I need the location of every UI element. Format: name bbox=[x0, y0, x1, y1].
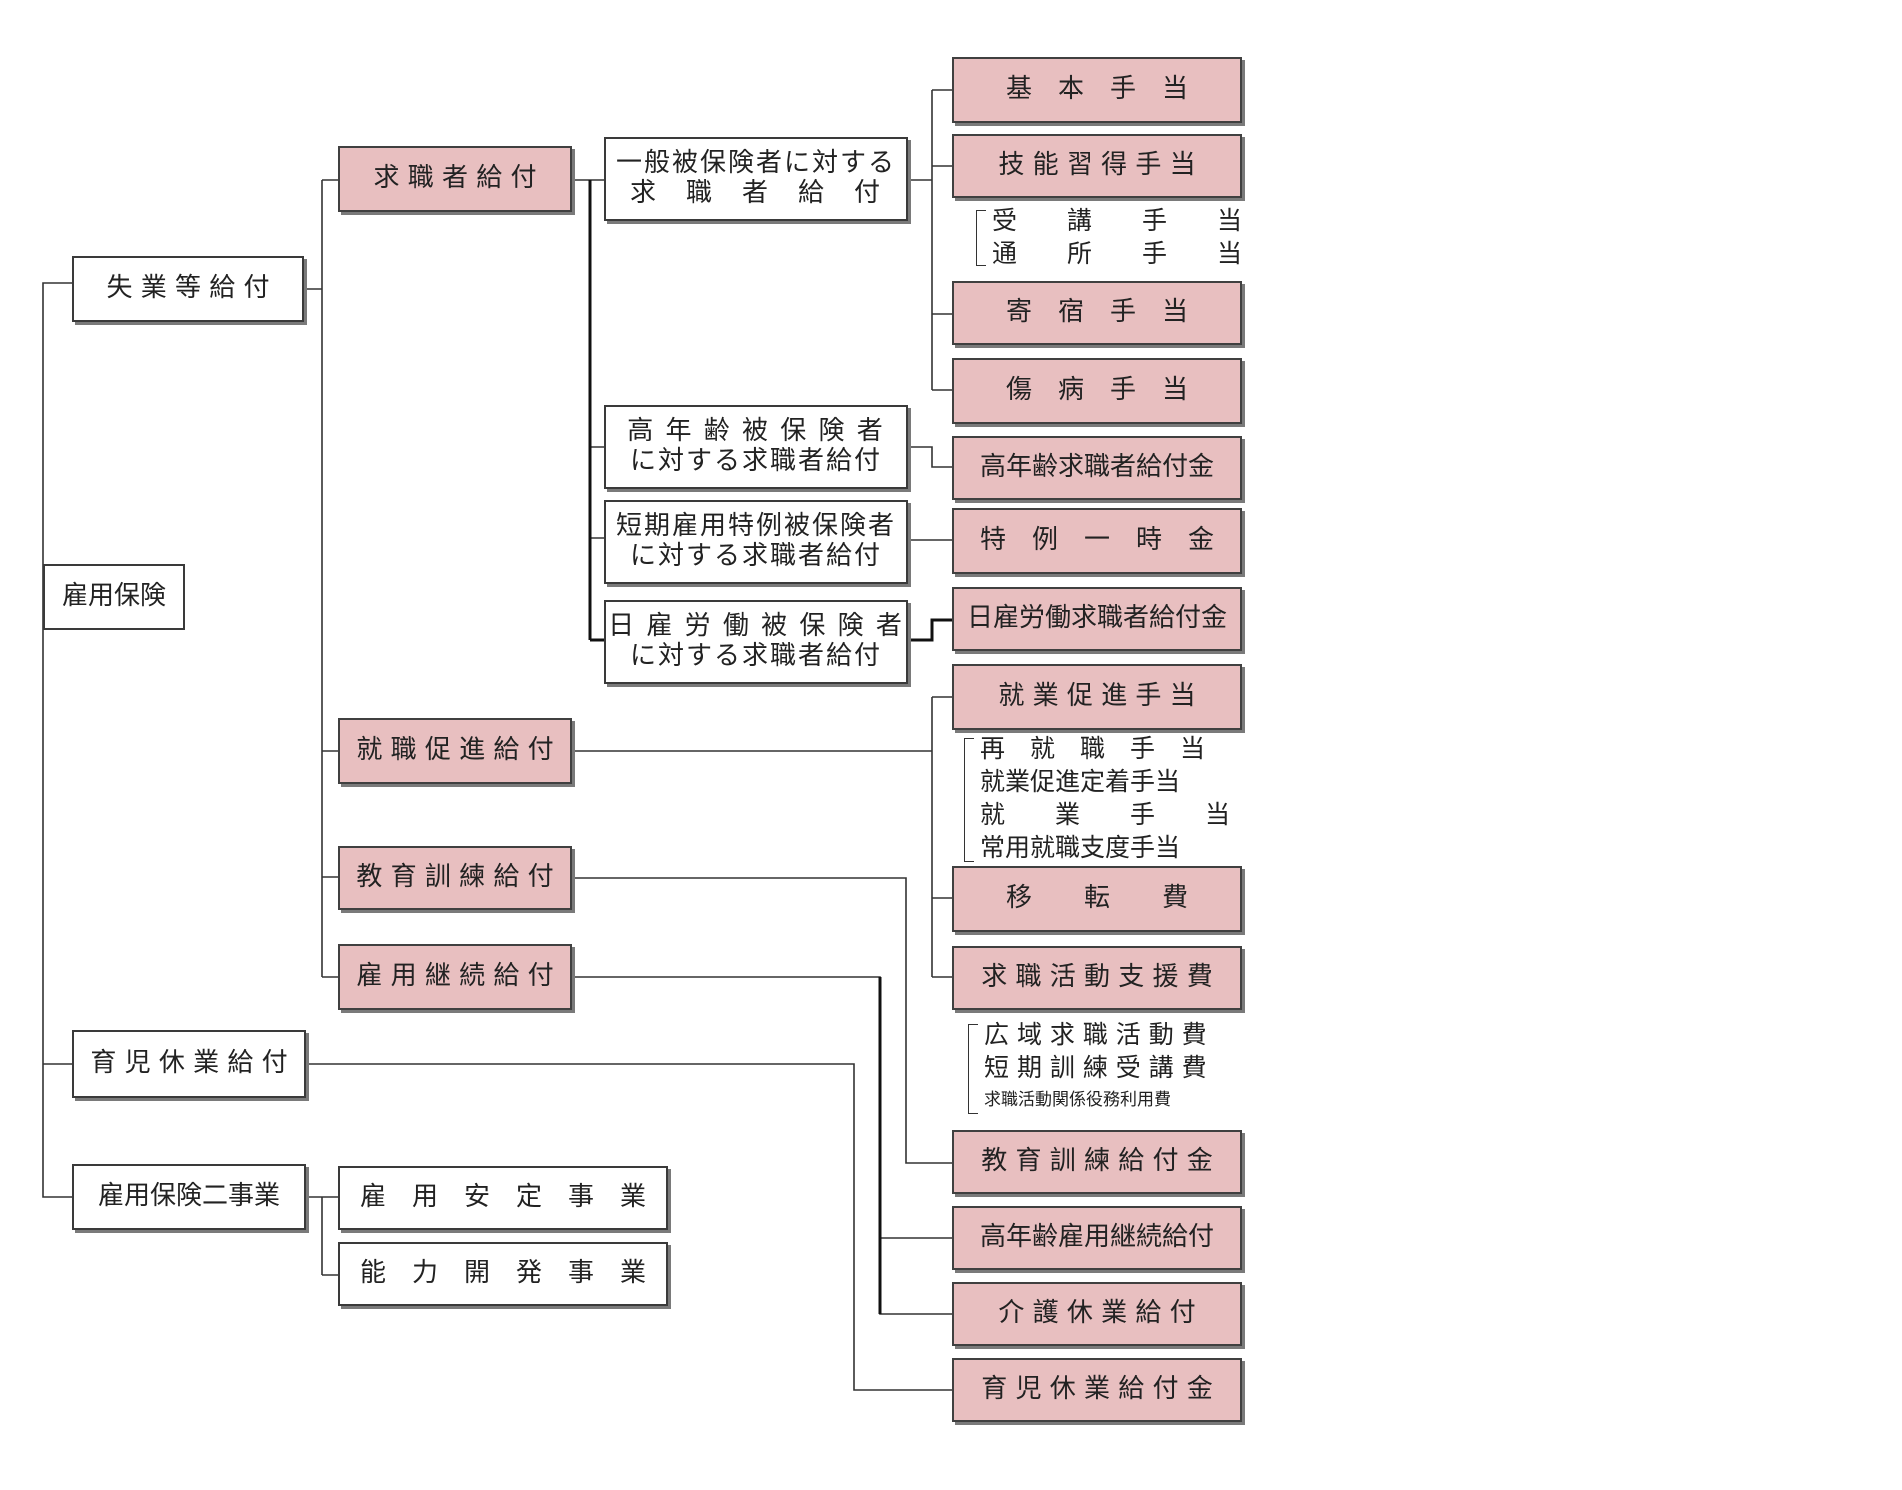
unemployment-benefits-node: 失 業 等 給 付 bbox=[72, 256, 304, 322]
elderly-continuation-label: 高年齢雇用継続給付 bbox=[979, 1222, 1214, 1253]
elderly-insured-line-2: に対する求職者給付 bbox=[629, 446, 882, 476]
general-insured-line-2: 求 職 者 給 付 bbox=[629, 178, 882, 208]
promotion-sublist: 再 就 職 手 当 就業促進定着手当 就 業 手 当 常用就職支度手当 bbox=[980, 732, 1230, 864]
day-laborer-insured-node: 日 雇 労 働 被 保 険 者 に対する求職者給付 bbox=[604, 600, 908, 684]
job-search-support-node: 求 職 活 動 支 援 費 bbox=[952, 946, 1242, 1010]
sublist-item: 受 講 手 当 bbox=[992, 206, 1243, 235]
childcare-leave-benefit-label: 育 児 休 業 給 付 金 bbox=[981, 1374, 1213, 1405]
sublist-item: 求職活動関係役務利用費 bbox=[984, 1090, 1171, 1110]
childcare-leave-benefit-node: 育 児 休 業 給 付 金 bbox=[952, 1358, 1242, 1422]
two-projects-node: 雇用保険二事業 bbox=[72, 1164, 306, 1230]
moving-expenses-node: 移 転 費 bbox=[952, 866, 1242, 932]
sublist-item: 広 域 求 職 活 動 費 bbox=[984, 1020, 1207, 1049]
elderly-insured-line-1: 高 年 齢 被 保 険 者 bbox=[627, 416, 885, 447]
injury-allowance-node: 傷 病 手 当 bbox=[952, 358, 1242, 424]
childcare-benefits-node: 育 児 休 業 給 付 bbox=[72, 1030, 306, 1098]
elderly-continuation-node: 高年齢雇用継続給付 bbox=[952, 1206, 1242, 1270]
job-search-support-label: 求 職 活 動 支 援 費 bbox=[981, 962, 1213, 993]
general-insured-line-1: 一般被保険者に対する bbox=[615, 148, 896, 179]
sublist-item: 通 所 手 当 bbox=[992, 239, 1243, 268]
childcare-benefits-label: 育 児 休 業 給 付 bbox=[90, 1048, 288, 1079]
day-laborer-benefit-label: 日雇労働求職者給付金 bbox=[966, 603, 1227, 634]
employment-promotion-node: 就 職 促 進 給 付 bbox=[338, 718, 572, 784]
employment-promotion-allowance-node: 就 業 促 進 手 当 bbox=[952, 664, 1242, 730]
employment-promotion-label: 就 職 促 進 給 付 bbox=[356, 735, 554, 766]
education-training-benefit-node: 教 育 訓 練 給 付 金 bbox=[952, 1130, 1242, 1194]
lodging-allowance-node: 寄 宿 手 当 bbox=[952, 281, 1242, 345]
education-training-benefit-label: 教 育 訓 練 給 付 金 bbox=[981, 1146, 1213, 1177]
moving-expenses-label: 移 転 費 bbox=[1005, 883, 1188, 914]
short-term-insured-line-2: に対する求職者給付 bbox=[629, 541, 882, 571]
unemployment-benefits-label: 失 業 等 給 付 bbox=[106, 273, 270, 304]
elderly-jobseeker-benefit-label: 高年齢求職者給付金 bbox=[979, 452, 1214, 483]
skill-allowance-node: 技 能 習 得 手 当 bbox=[952, 134, 1242, 198]
education-training-label: 教 育 訓 練 給 付 bbox=[356, 862, 554, 893]
basic-allowance-label: 基 本 手 当 bbox=[1005, 74, 1188, 105]
sublist-item: 再 就 職 手 当 bbox=[980, 734, 1206, 763]
day-laborer-insured-line-1: 日 雇 労 働 被 保 険 者 bbox=[608, 611, 904, 642]
general-insured-node: 一般被保険者に対する 求 職 者 給 付 bbox=[604, 137, 908, 221]
day-laborer-insured-line-2: に対する求職者給付 bbox=[629, 641, 882, 671]
skill-sublist-bracket bbox=[976, 210, 986, 266]
sublist-item: 就業促進定着手当 bbox=[980, 767, 1181, 796]
ability-development-node: 能 力 開 発 事 業 bbox=[338, 1242, 668, 1306]
sublist-item: 常用就職支度手当 bbox=[980, 833, 1181, 862]
injury-allowance-label: 傷 病 手 当 bbox=[1005, 375, 1188, 406]
nursing-leave-node: 介 護 休 業 給 付 bbox=[952, 1282, 1242, 1346]
elderly-jobseeker-benefit-node: 高年齢求職者給付金 bbox=[952, 436, 1242, 500]
root-node: 雇用保険 bbox=[43, 564, 185, 630]
root-label: 雇用保険 bbox=[61, 581, 166, 612]
promotion-sublist-bracket bbox=[964, 738, 974, 862]
special-lump-sum-node: 特 例 一 時 金 bbox=[952, 508, 1242, 574]
nursing-leave-label: 介 護 休 業 給 付 bbox=[998, 1298, 1196, 1329]
education-training-node: 教 育 訓 練 給 付 bbox=[338, 846, 572, 910]
short-term-insured-line-1: 短期雇用特例被保険者 bbox=[615, 511, 896, 542]
employment-continuation-node: 雇 用 継 続 給 付 bbox=[338, 944, 572, 1010]
day-laborer-benefit-node: 日雇労働求職者給付金 bbox=[952, 587, 1242, 651]
employment-promotion-allowance-label: 就 業 促 進 手 当 bbox=[998, 681, 1196, 712]
special-lump-sum-label: 特 例 一 時 金 bbox=[979, 525, 1214, 556]
basic-allowance-node: 基 本 手 当 bbox=[952, 57, 1242, 123]
skill-sublist: 受 講 手 当 通 所 手 当 bbox=[992, 204, 1242, 270]
employment-continuation-label: 雇 用 継 続 給 付 bbox=[356, 961, 554, 992]
ability-development-label: 能 力 開 発 事 業 bbox=[359, 1258, 646, 1289]
employment-stability-node: 雇 用 安 定 事 業 bbox=[338, 1166, 668, 1230]
job-search-sublist: 広 域 求 職 活 動 費 短 期 訓 練 受 講 費 求職活動関係役務利用費 bbox=[984, 1018, 1207, 1117]
job-search-sublist-bracket bbox=[968, 1024, 978, 1114]
elderly-insured-node: 高 年 齢 被 保 険 者 に対する求職者給付 bbox=[604, 405, 908, 489]
jobseeker-benefits-node: 求 職 者 給 付 bbox=[338, 146, 572, 212]
sublist-item: 短 期 訓 練 受 講 費 bbox=[984, 1053, 1207, 1082]
skill-allowance-label: 技 能 習 得 手 当 bbox=[998, 150, 1196, 181]
sublist-item: 就 業 手 当 bbox=[980, 800, 1231, 829]
employment-stability-label: 雇 用 安 定 事 業 bbox=[359, 1182, 646, 1213]
jobseeker-benefits-label: 求 職 者 給 付 bbox=[373, 163, 537, 194]
lodging-allowance-label: 寄 宿 手 当 bbox=[1005, 297, 1188, 328]
two-projects-label: 雇用保険二事業 bbox=[97, 1181, 280, 1212]
short-term-insured-node: 短期雇用特例被保険者 に対する求職者給付 bbox=[604, 500, 908, 584]
